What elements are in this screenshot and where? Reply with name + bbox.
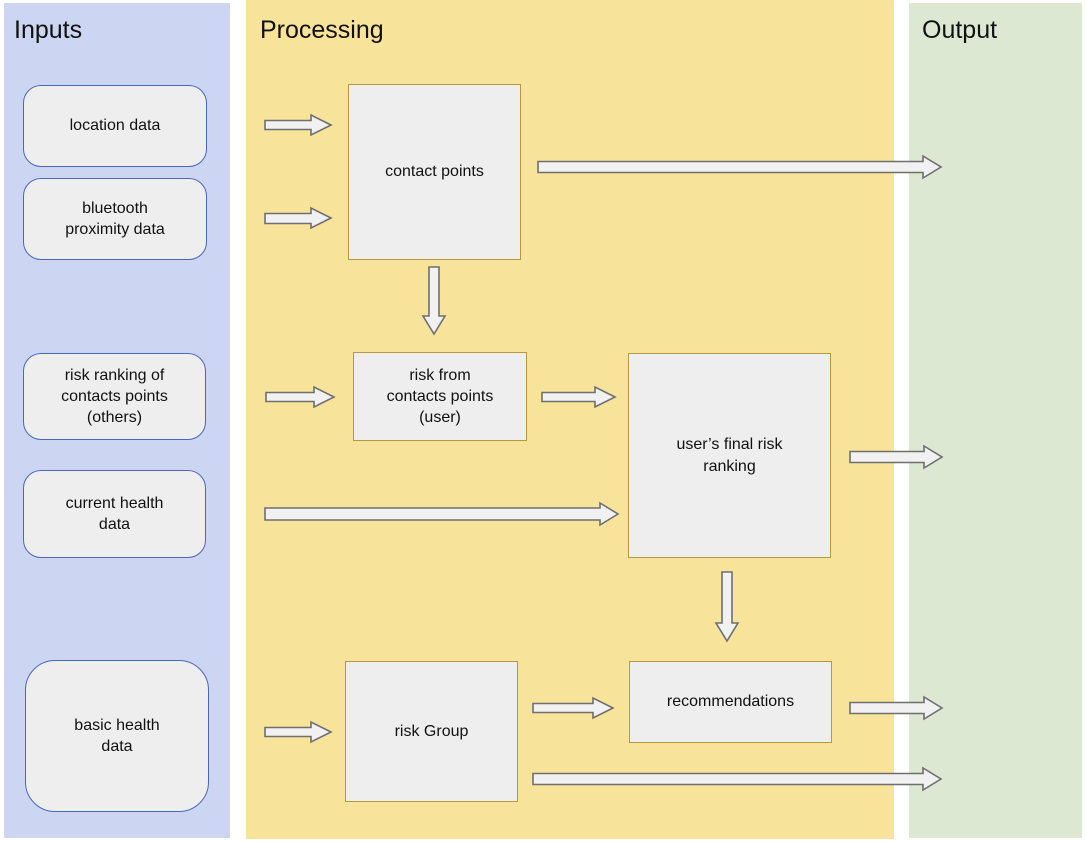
processing-column-header: Processing bbox=[260, 16, 384, 44]
node-bluetooth-proximity-data: bluetooth proximity data bbox=[23, 178, 207, 260]
inputs-column-header: Inputs bbox=[14, 16, 83, 44]
node-current-health-data: current health data bbox=[23, 470, 206, 558]
node-contact-points: contact points bbox=[348, 84, 521, 260]
node-recommendations: recommendations bbox=[629, 661, 832, 743]
node-users-final-risk-ranking: user’s final risk ranking bbox=[628, 353, 831, 558]
output-column-header: Output bbox=[922, 16, 998, 44]
node-risk-ranking-of-contacts: risk ranking of contacts points (others) bbox=[23, 353, 206, 440]
node-risk-from-contacts-points: risk from contacts points (user) bbox=[353, 352, 527, 441]
output-column bbox=[909, 3, 1082, 838]
node-location-data: location data bbox=[23, 85, 207, 167]
node-risk-group: risk Group bbox=[345, 661, 518, 802]
node-basic-health-data: basic health data bbox=[25, 660, 209, 812]
